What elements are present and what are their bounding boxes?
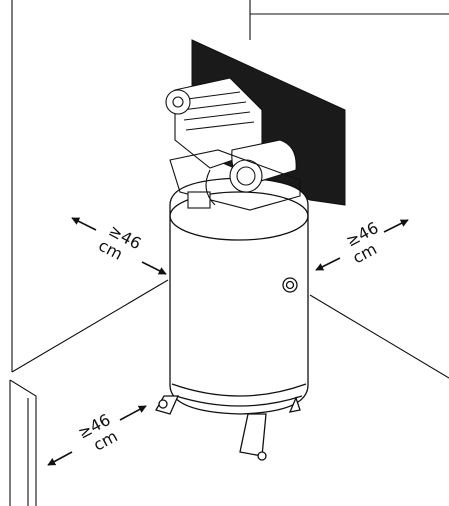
cabinet-top [9, 379, 37, 506]
clearance-arrows [47, 217, 409, 466]
side-cabinet [9, 379, 37, 506]
tank-legs [155, 395, 301, 461]
tank-drain-fitting-inner [285, 280, 295, 290]
clearance-label-front: ≥46 cm [75, 410, 121, 455]
front-leg [239, 413, 267, 457]
left-clearance-arrow-out [71, 217, 97, 231]
base-plate [169, 149, 301, 211]
floor-left-line [11, 279, 169, 373]
clearance-label-left: ≥46 cm [95, 221, 144, 264]
right-leg [288, 396, 301, 413]
tank-bottom-seam-2 [175, 395, 303, 407]
front-foot-hole [257, 451, 267, 461]
pump-fins [179, 91, 255, 131]
room-walls [11, 0, 449, 379]
air-hose [205, 169, 216, 206]
left-foot-hole [158, 399, 168, 409]
left-clearance-arrow-in [141, 261, 167, 275]
front-clearance-arrow-in [119, 405, 147, 421]
tank-body [169, 177, 309, 415]
tank-top-rim [169, 191, 309, 241]
right-clearance-arrow-out [383, 219, 409, 233]
compressor-head [165, 77, 301, 211]
tank-bottom-seam [171, 383, 307, 397]
clearance-label-right: ≥46 cm [343, 218, 382, 267]
front-clearance-arrow-out [47, 451, 73, 466]
air-tank [169, 177, 309, 415]
motor-end-cap-inner [236, 166, 256, 186]
right-clearance-arrow-in [315, 257, 341, 271]
flywheel-hub [172, 96, 184, 108]
floor-right-line [309, 294, 449, 379]
pressure-switch [187, 191, 211, 209]
